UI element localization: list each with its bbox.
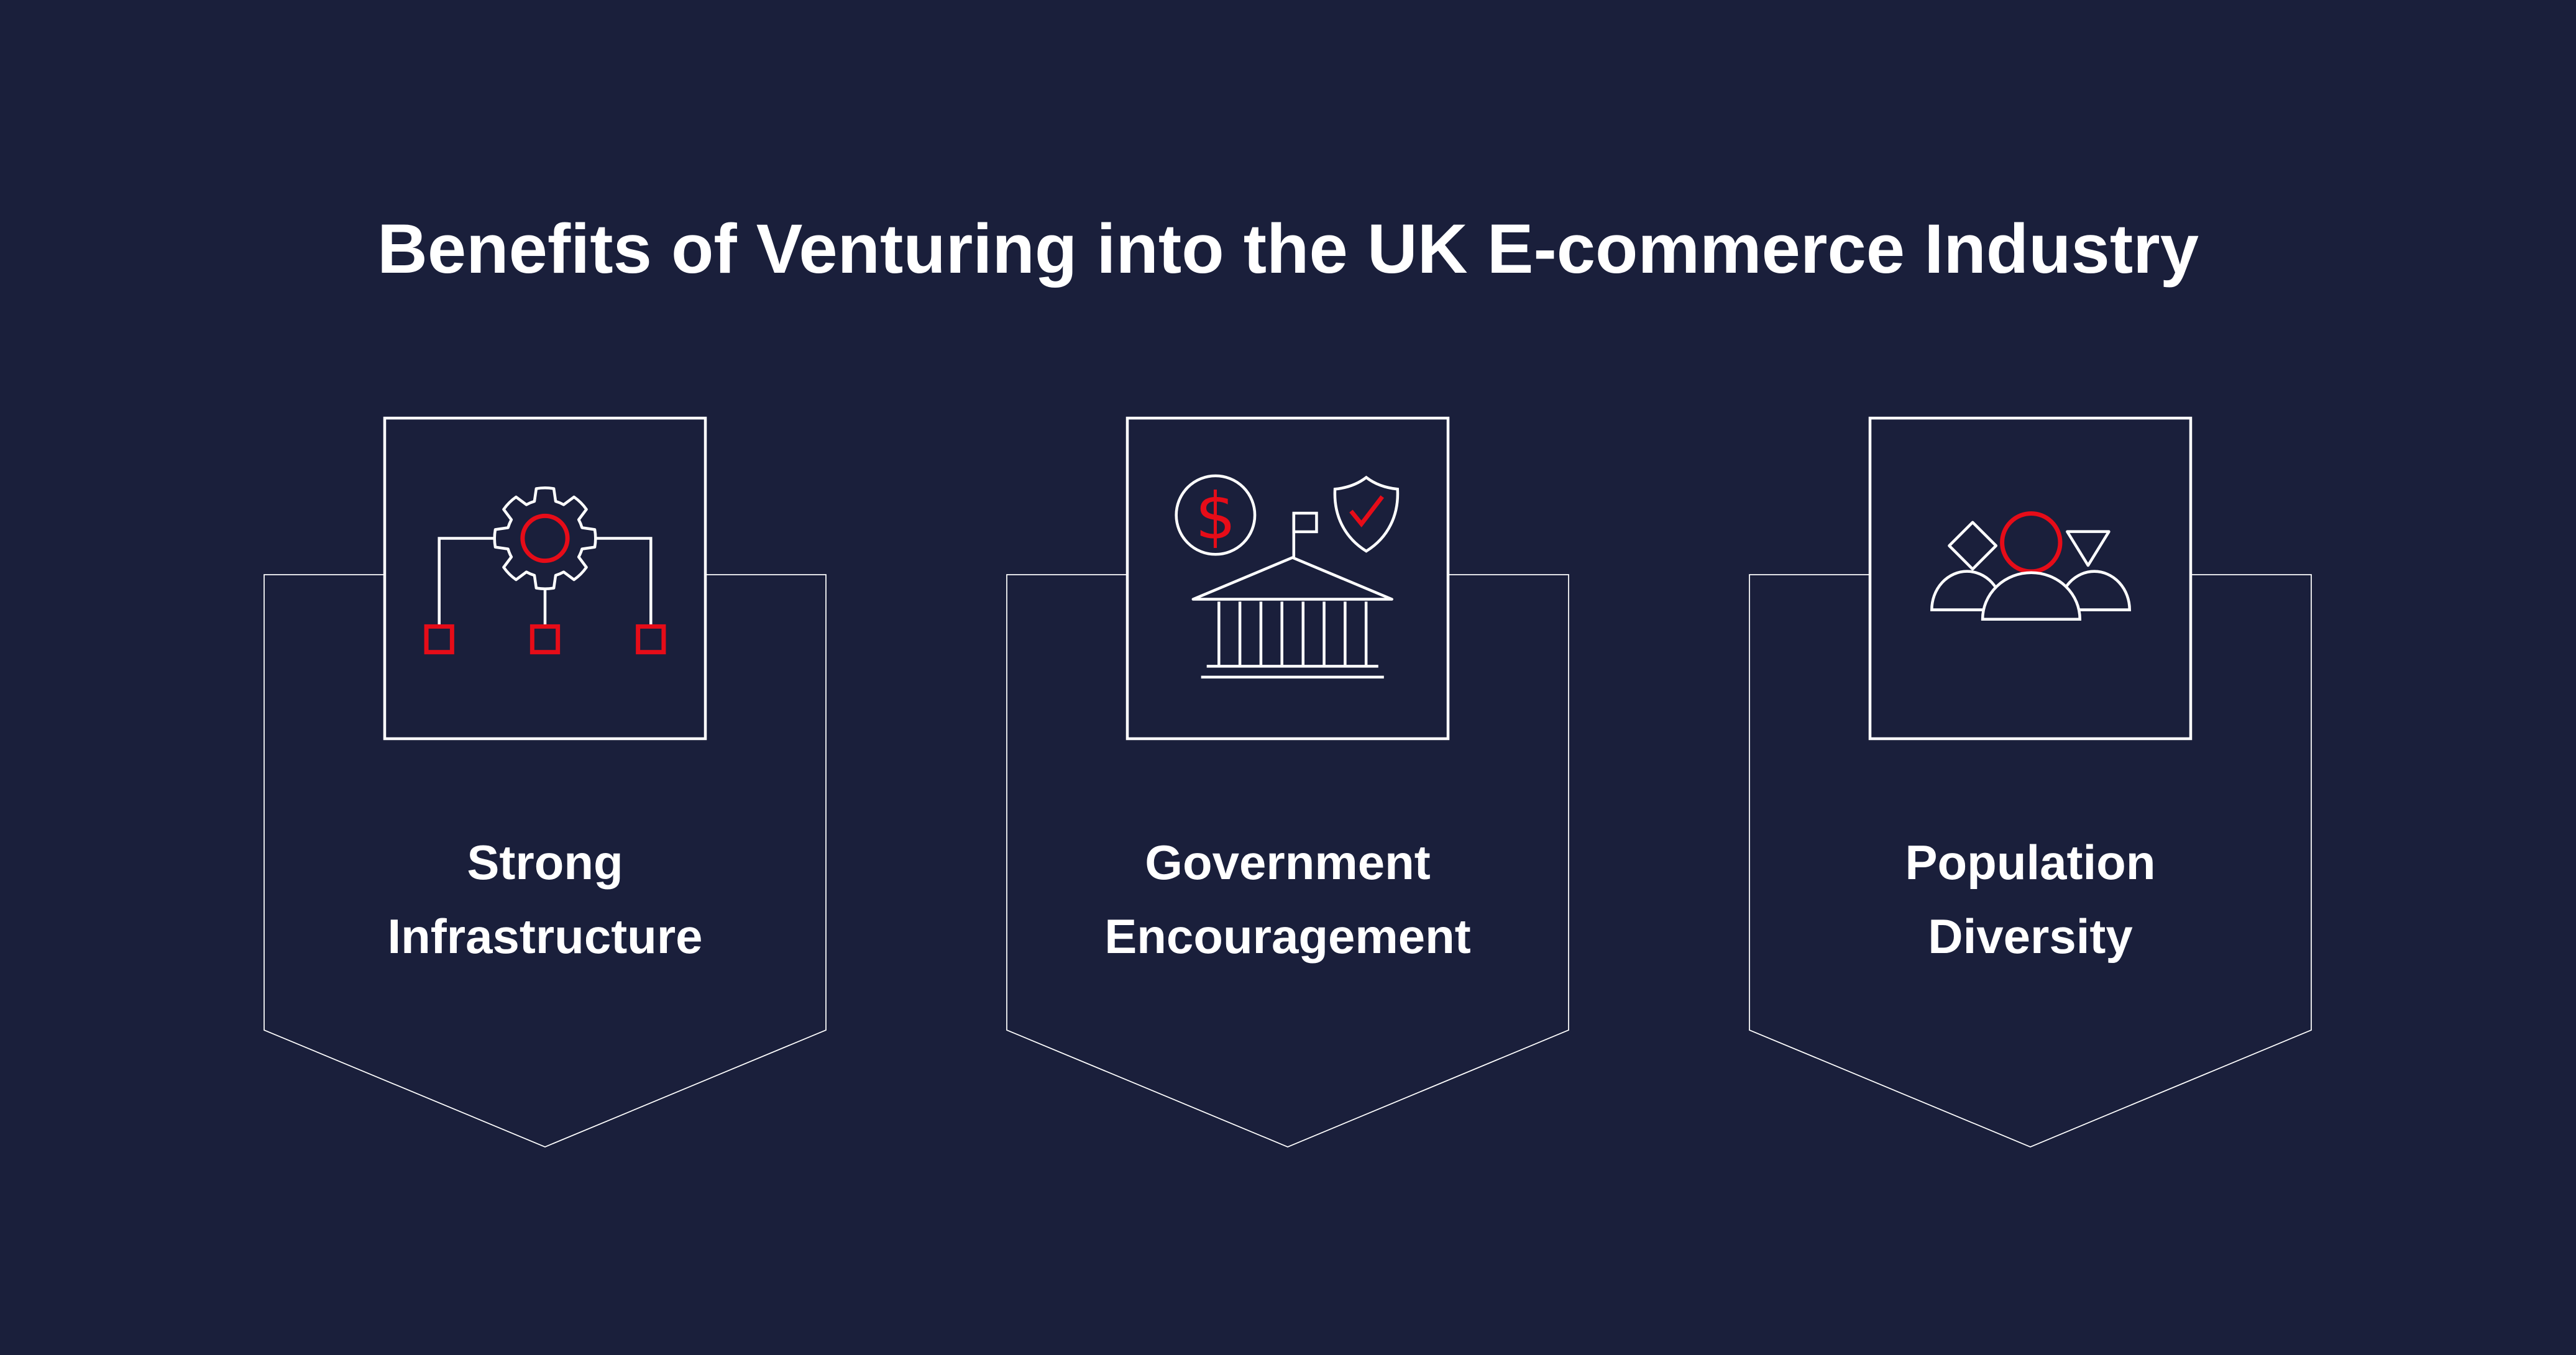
bank-building [1191,511,1393,679]
banner-shape [1749,574,2312,1147]
card-graphic [1749,416,2312,1147]
connector-squares [424,624,666,655]
shield-check [1333,475,1400,553]
person-triangle-head [2066,530,2111,567]
card-label-line2: Diversity [1928,909,2133,964]
benefit-card-government-encouragement: $ [915,373,1661,1211]
page-title: Benefits of Venturing into the UK E-comm… [377,210,2199,288]
icon-box [1125,416,1450,741]
gear-network-icon [424,486,666,655]
shield-outline [1333,475,1400,553]
check-mark [1349,495,1384,527]
benefit-card-population-diversity: Population Diversity [1657,373,2403,1211]
gear-hub-circle [520,513,570,563]
card-label-line1: Population [1905,835,2156,890]
icon-box [383,416,707,741]
connector-lines [438,537,653,627]
dollar-sign: $ [1195,480,1236,554]
card-graphic [264,416,827,1147]
card-label: Population Diversity [1749,826,2311,974]
flag [1292,511,1318,534]
card-graphic: $ [1006,416,1569,1147]
benefit-card-strong-infrastructure: Strong Infrastructure [172,373,918,1211]
banner-shape [1006,574,1569,1147]
card-label: Strong Infrastructure [264,826,826,974]
government-bank-icon: $ [1175,474,1400,679]
gear-outline [493,486,597,591]
banner-shape [264,574,827,1147]
pediment [1191,556,1393,601]
card-label-line1: Government [1145,835,1431,890]
population-diversity-icon [1930,511,2131,621]
card-label-line2: Encouragement [1104,909,1471,964]
card-label: Government Encouragement [1007,826,1569,974]
dollar-coin: $ [1175,474,1257,556]
columns [1217,601,1368,665]
person-body-center [1981,571,2081,621]
card-label-line2: Infrastructure [387,909,703,964]
person-diamond-head [1948,521,1998,571]
card-label-line1: Strong [467,835,623,890]
coin-circle [1175,474,1257,556]
